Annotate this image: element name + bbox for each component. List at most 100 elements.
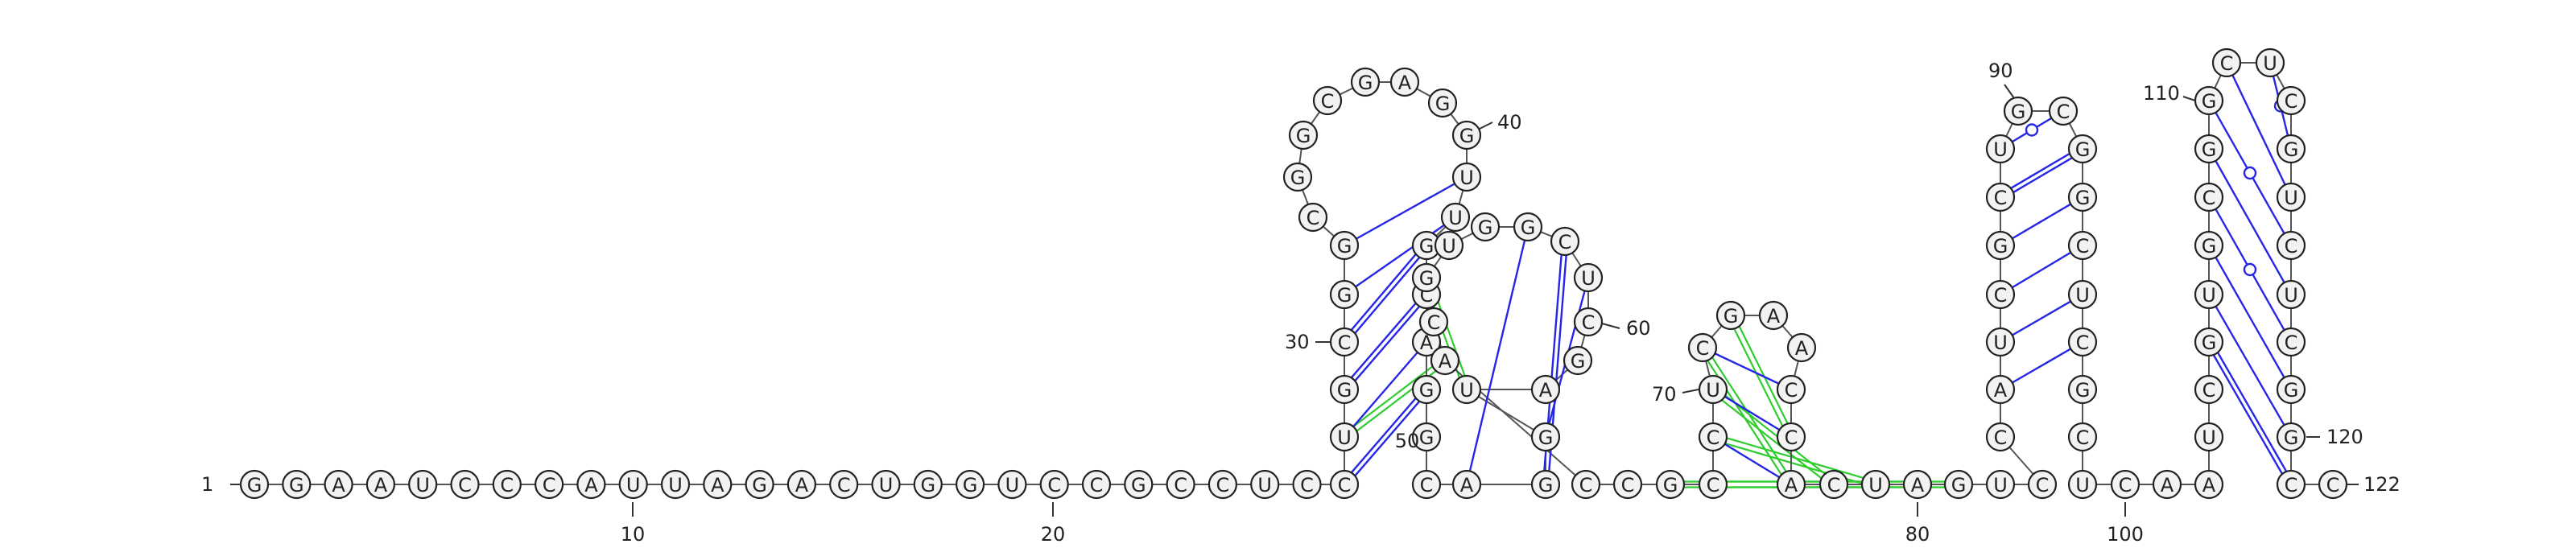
nucleotide-87: G <box>1985 230 2016 261</box>
nucleotide-letter: G <box>2075 138 2091 161</box>
nucleotide-letter: C <box>1420 474 1434 496</box>
nucleotide-letter: G <box>1663 474 1678 496</box>
pseudoknot-line <box>1699 348 1790 487</box>
nucleotide-circle <box>1411 469 1442 500</box>
nucleotide-letter: G <box>1290 167 1306 189</box>
gc-pair-line <box>2210 340 2294 484</box>
nucleotide-circle <box>1427 88 1458 118</box>
nucleotide-36: C <box>1312 85 1343 116</box>
nucleotide-circle <box>1389 67 1420 97</box>
nucleotide-62: C <box>1418 307 1449 337</box>
pseudoknot-line <box>1732 313 1795 436</box>
nucleotide-circle <box>1451 162 1482 192</box>
nucleotide-circle <box>2276 327 2306 357</box>
nucleotide-letter: G <box>1951 474 1967 496</box>
nucleotide-46: G <box>1411 374 1442 405</box>
gc-pair-line <box>2000 150 2085 200</box>
nucleotide-22: G <box>1124 469 1154 500</box>
nucleotide-circle <box>786 469 817 500</box>
nucleotide-74: C <box>1776 374 1806 405</box>
position-label: 110 <box>2143 82 2180 105</box>
wobble-pair-marker <box>2025 123 2039 137</box>
nucleotide-letter: G <box>752 474 767 496</box>
nucleotide-letter: C <box>1338 332 1352 354</box>
nucleotide-letter: C <box>1621 474 1635 496</box>
nucleotide-circle <box>1329 230 1360 261</box>
position-label: 30 <box>1285 331 1310 353</box>
nucleotide-96: C <box>2067 327 2098 357</box>
nucleotide-circle <box>1698 469 1728 500</box>
nucleotide-letter: C <box>1321 90 1335 113</box>
nucleotide-111: C <box>2211 47 2242 78</box>
au-pair-line <box>2000 340 2083 391</box>
nucleotide-circle <box>1434 230 1464 261</box>
nucleotide-115: U <box>2276 182 2306 212</box>
nucleotide-66: G <box>1655 469 1686 500</box>
au-pair-line <box>1712 388 1792 439</box>
nucleotide-circle <box>450 469 480 500</box>
nucleotide-55: C <box>1573 307 1604 337</box>
nucleotide-letter: A <box>1398 72 1412 94</box>
nucleotide-letter: C <box>2036 474 2050 496</box>
nucleotide-circle <box>2194 134 2224 164</box>
nucleotide-circle <box>1758 300 1789 331</box>
nucleotide-113: C <box>2276 85 2306 116</box>
nucleotide-letter: C <box>1579 474 1593 496</box>
nucleotide-circle <box>2067 279 2098 310</box>
nucleotide-41: U <box>1451 162 1482 192</box>
nucleotide-circle <box>2194 182 2224 212</box>
nucleotide-letter: C <box>2202 187 2216 209</box>
nucleotide-circle <box>2067 374 2098 405</box>
nucleotide-circle <box>2276 85 2306 116</box>
nucleotide-letter: U <box>1257 474 1272 496</box>
nucleotide-letter: C <box>1216 474 1230 496</box>
nucleotide-25: U <box>1250 469 1280 500</box>
nucleotide-letter: C <box>1090 474 1104 496</box>
nucleotide-85: U <box>1985 327 2016 357</box>
nucleotide-54: G <box>1563 345 1593 376</box>
nucleotide-90: G <box>2003 96 2033 126</box>
nucleotide-circle <box>1985 134 2016 164</box>
nucleotide-circle <box>324 469 353 500</box>
nucleotide-17: G <box>913 469 943 500</box>
nucleotide-letter: C <box>500 474 514 496</box>
nucleotide-13: G <box>745 469 774 500</box>
nucleotide-letter: G <box>1993 235 2008 258</box>
nucleotide-89: U <box>1985 134 2016 164</box>
nucleotide-1: G <box>239 469 270 500</box>
nucleotide-circle <box>1776 469 1806 500</box>
nucleotide-68: C <box>1698 422 1728 452</box>
nucleotide-107: G <box>2194 230 2224 261</box>
au-pair-line <box>2000 293 2083 344</box>
nucleotide-56: U <box>1573 262 1604 293</box>
nucleotide-114: G <box>2276 134 2306 164</box>
nucleotide-105: G <box>2194 327 2224 357</box>
nucleotide-circle <box>2194 422 2224 452</box>
nucleotide-letter: G <box>1358 72 1373 94</box>
nucleotide-47: G <box>1411 422 1442 452</box>
au-pair-line <box>1344 341 1427 438</box>
nucleotide-circle <box>2194 279 2224 310</box>
nucleotide-60: U <box>1434 230 1464 261</box>
nucleotide-letter: G <box>1538 426 1554 449</box>
nucleotide-57: C <box>1550 226 1580 257</box>
nucleotide-circle <box>1430 345 1460 376</box>
position-label: 40 <box>1497 111 1522 134</box>
nucleotide-37: G <box>1350 67 1381 97</box>
nucleotide-18: G <box>955 469 985 500</box>
nucleotide-letter: U <box>2284 187 2298 209</box>
nucleotide-letter: C <box>1707 474 1720 496</box>
nucleotide-letter: C <box>2076 235 2090 258</box>
nucleotide-circle <box>745 469 774 500</box>
nucleotide-93: G <box>2067 182 2098 212</box>
nucleotide-2: G <box>282 469 312 500</box>
nucleotide-circle <box>1550 226 1580 257</box>
nucleotide-circle <box>2276 469 2306 500</box>
nucleotide-58: G <box>1513 212 1543 242</box>
nucleotide-letter: U <box>2075 284 2090 307</box>
nucleotide-67: C <box>1698 469 1728 500</box>
nucleotide-circle <box>408 469 438 500</box>
nucleotide-circle <box>1985 374 2016 405</box>
nucleotide-letter: A <box>1767 305 1781 328</box>
